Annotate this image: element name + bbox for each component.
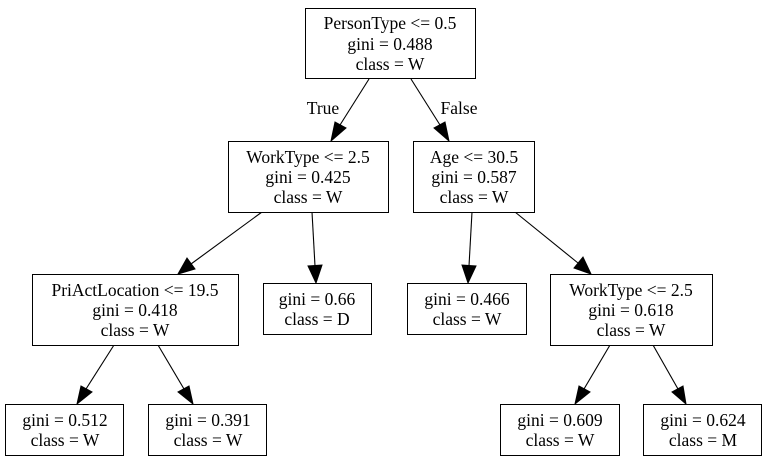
node-class-label: class = W <box>433 309 502 329</box>
edge-leftleft-to-llleft <box>85 344 115 390</box>
edge-root-to-right-arrow <box>433 121 450 143</box>
node-box <box>5 404 124 456</box>
node-gini-label: gini = 0.466 <box>424 289 509 309</box>
node-gini-label: gini = 0.512 <box>22 410 107 430</box>
node-gini-label: gini = 0.391 <box>165 410 250 430</box>
node-class-label: class = W <box>101 320 170 340</box>
edge-right-to-rightright <box>514 211 579 264</box>
node-gini-label: gini = 0.66 <box>279 289 356 309</box>
edge-leftleft-to-llright-arrow <box>177 385 194 406</box>
edge-rightright-to-rrleft <box>583 344 611 390</box>
tree-node-ll-right: gini = 0.391 class = W <box>148 404 267 456</box>
node-box <box>643 404 762 456</box>
node-class-label: class = W <box>526 430 595 450</box>
node-box <box>500 404 620 456</box>
node-class-label: class = W <box>274 187 343 207</box>
node-gini-label: gini = 0.418 <box>92 300 177 320</box>
node-gini-label: gini = 0.624 <box>660 410 745 430</box>
node-box <box>413 141 535 213</box>
edge-left-to-leftright <box>311 211 316 267</box>
node-class-label: class = W <box>597 320 666 340</box>
node-split-label: PersonType <= 0.5 <box>324 13 457 33</box>
edge-right-to-rightleft-arrow <box>461 264 477 285</box>
edge-left-to-leftleft-arrow <box>176 257 196 275</box>
node-box <box>228 141 389 213</box>
tree-node-right-left: gini = 0.466 class = W <box>407 283 527 335</box>
edge-right-to-rightleft <box>468 211 473 267</box>
tree-node-rr-left: gini = 0.609 class = W <box>500 404 620 456</box>
node-gini-label: gini = 0.488 <box>347 34 432 54</box>
edge-rightright-to-rrleft-arrow <box>574 385 591 406</box>
tree-node-root: PersonType <= 0.5 gini = 0.488 class = W <box>305 8 476 79</box>
node-gini-label: gini = 0.425 <box>265 167 350 187</box>
node-gini-label: gini = 0.618 <box>588 300 673 320</box>
node-split-label: WorkType <= 2.5 <box>246 147 370 167</box>
node-gini-label: gini = 0.609 <box>517 410 602 430</box>
node-split-label: WorkType <= 2.5 <box>569 280 693 300</box>
tree-node-left: WorkType <= 2.5 gini = 0.425 class = W <box>228 141 389 213</box>
node-box <box>148 404 267 456</box>
node-box <box>550 274 713 346</box>
node-class-label: class = W <box>31 430 100 450</box>
tree-edges <box>76 78 687 406</box>
tree-node-rr-right: gini = 0.624 class = M <box>643 404 762 456</box>
edge-rightright-to-rrright-arrow <box>671 385 687 406</box>
edge-root-to-left <box>339 78 370 126</box>
node-box <box>407 283 527 335</box>
tree-node-ll-left: gini = 0.512 class = W <box>5 404 124 456</box>
edge-root-to-left-arrow <box>330 121 347 143</box>
edge-left-to-leftleft <box>190 211 263 265</box>
node-split-label: Age <= 30.5 <box>430 147 519 167</box>
node-gini-label: gini = 0.587 <box>431 167 516 187</box>
tree-node-right: Age <= 30.5 gini = 0.587 class = W <box>413 141 535 213</box>
node-box <box>32 274 239 346</box>
node-box <box>263 283 372 335</box>
tree-node-left-right: gini = 0.66 class = D <box>263 283 372 335</box>
node-class-label: class = D <box>284 309 349 329</box>
edge-leftleft-to-llleft-arrow <box>76 385 93 406</box>
node-class-label: class = W <box>356 54 425 74</box>
edge-label-false: False <box>441 98 478 118</box>
edge-label-true: True <box>307 98 340 118</box>
node-class-label: class = W <box>440 187 509 207</box>
tree-node-left-left: PriActLocation <= 19.5 gini = 0.418 clas… <box>32 274 239 346</box>
edge-leftleft-to-llright <box>157 344 185 390</box>
node-box <box>305 8 476 79</box>
edge-left-to-leftright-arrow <box>307 264 323 285</box>
node-class-label: class = W <box>174 430 243 450</box>
node-class-label: class = M <box>669 430 738 450</box>
edge-rightright-to-rrright <box>652 344 679 390</box>
node-split-label: PriActLocation <= 19.5 <box>51 280 218 300</box>
tree-node-right-right: WorkType <= 2.5 gini = 0.618 class = W <box>550 274 713 346</box>
edge-root-to-right <box>410 78 441 126</box>
edge-right-to-rightright-arrow <box>573 256 592 275</box>
